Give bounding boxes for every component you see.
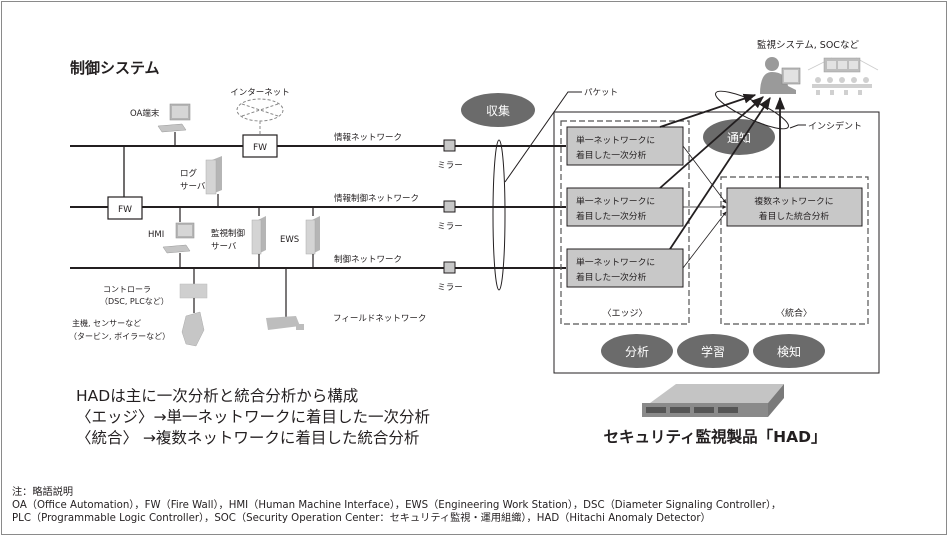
svg-text:収集: 収集 xyxy=(486,103,510,118)
svg-text:監視制御: 監視制御 xyxy=(211,228,245,239)
svg-text:EWS: EWS xyxy=(280,235,299,245)
soc-room-icon xyxy=(807,57,879,95)
svg-text:着目した一次分析: 着目した一次分析 xyxy=(576,271,647,283)
svg-text:ログ: ログ xyxy=(180,168,198,179)
notes-heading: 注：略語説明 xyxy=(12,487,74,498)
svg-text:ミラー: ミラー xyxy=(437,161,463,171)
network-lines xyxy=(70,145,566,269)
integrate-label: 〈統合〉 xyxy=(776,307,812,319)
incident-callout-line xyxy=(789,124,806,129)
product-name: セキュリティ監視製品「HAD」 xyxy=(604,427,827,446)
notes-line: OA（Office Automation），FW（Fire Wall），HMI（… xyxy=(12,500,782,511)
had-system-box xyxy=(553,111,880,374)
integrate-group xyxy=(720,176,869,325)
operator-icon xyxy=(760,57,801,94)
controller-icon: コントローラ （DSC, PLCなど） xyxy=(100,268,208,313)
svg-text:主機, センサーなど: 主機, センサーなど xyxy=(72,318,141,328)
internet-cloud-icon: インターネット xyxy=(230,88,290,135)
function-analysis-badge: 分析 xyxy=(601,334,673,368)
incident-bundle-ellipse xyxy=(715,90,789,130)
svg-text:着目した統合分析: 着目した統合分析 xyxy=(759,210,830,222)
svg-text:複数ネットワークに: 複数ネットワークに xyxy=(754,195,833,207)
svg-text:（タービン, ボイラーなど）: （タービン, ボイラーなど） xyxy=(69,332,170,341)
packet-bundle-ellipse xyxy=(492,139,506,291)
log-server-icon: ログ サーバ xyxy=(180,156,222,207)
packet-callout-line xyxy=(504,91,582,183)
svg-text:検知: 検知 xyxy=(777,345,801,359)
svg-text:コントローラ: コントローラ xyxy=(103,285,151,294)
system-title: 制御システム xyxy=(70,59,160,77)
sensor-turbine-icon: 主機, センサーなど （タービン, ボイラーなど） xyxy=(69,311,205,347)
edge-group xyxy=(560,120,690,325)
svg-text:サーバ: サーバ xyxy=(211,242,237,252)
mirror-control: ミラー xyxy=(437,261,463,293)
edge-label: 〈エッジ〉 xyxy=(602,308,647,319)
field-network-label: フィールドネットワーク xyxy=(333,314,426,324)
collect-badge: 収集 xyxy=(461,93,535,127)
svg-text:ミラー: ミラー xyxy=(437,283,463,293)
svg-text:着目した一次分析: 着目した一次分析 xyxy=(576,149,647,161)
had-appliance-icon xyxy=(642,384,784,417)
edge-to-integrate-arrows xyxy=(682,145,727,269)
edge-analysis-box-1: 単一ネットワークに 着目した一次分析 xyxy=(566,126,684,166)
function-learning-badge: 学習 xyxy=(677,334,749,368)
svg-text:FW: FW xyxy=(118,205,132,215)
incident-arrows xyxy=(659,93,786,250)
info-control-network-label: 情報制御ネットワーク xyxy=(334,193,419,204)
svg-text:着目した一次分析: 着目した一次分析 xyxy=(576,210,647,222)
svg-text:ミラー: ミラー xyxy=(437,222,463,232)
oa-terminal-icon: OA端末 xyxy=(130,103,191,146)
svg-text:インターネット: インターネット xyxy=(230,88,290,98)
control-network-label: 制御ネットワーク xyxy=(334,254,402,265)
description: HADは主に一次分析と統合分析から構成 〈エッジ〉→単一ネットワークに着目した一… xyxy=(76,386,430,449)
function-detection-badge: 検知 xyxy=(753,334,825,368)
edge-analysis-box-3: 単一ネットワークに 着目した一次分析 xyxy=(566,248,684,288)
description-line: HADは主に一次分析と統合分析から構成 xyxy=(76,387,359,405)
svg-text:FW: FW xyxy=(253,143,267,153)
hmi-icon: HMI xyxy=(148,207,195,268)
svg-text:単一ネットワークに: 単一ネットワークに xyxy=(576,195,655,207)
edge-analysis-box-2: 単一ネットワークに 着目した一次分析 xyxy=(566,187,684,227)
svg-text:単一ネットワークに: 単一ネットワークに xyxy=(576,256,655,268)
svg-text:OA端末: OA端末 xyxy=(130,108,160,119)
notes-line: PLC（Programmable Logic Controller），SOC（S… xyxy=(12,513,711,524)
monitoring-server-icon: 監視制御 サーバ xyxy=(211,207,266,268)
info-network-label: 情報ネットワーク xyxy=(334,132,402,143)
svg-text:単一ネットワークに: 単一ネットワークに xyxy=(576,134,655,146)
svg-text:分析: 分析 xyxy=(625,345,649,359)
description-line: 〈統合〉 →複数ネットワークに着目した統合分析 xyxy=(76,429,420,447)
ews-icon: EWS xyxy=(280,207,320,268)
svg-text:（DSC, PLCなど）: （DSC, PLCなど） xyxy=(100,297,169,306)
svg-text:HMI: HMI xyxy=(148,230,164,240)
incident-label: インシデント xyxy=(808,120,862,132)
camera-icon xyxy=(266,268,304,330)
description-line: 〈エッジ〉→単一ネットワークに着目した一次分析 xyxy=(76,408,430,426)
packet-label: パケット xyxy=(584,88,618,98)
fw-internet-box: FW xyxy=(242,134,278,158)
svg-text:学習: 学習 xyxy=(701,344,725,359)
abbreviation-notes: 注：略語説明 OA（Office Automation），FW（Fire Wal… xyxy=(12,486,781,525)
mirror-info: ミラー xyxy=(437,139,463,171)
soc-label: 監視システム, SOCなど xyxy=(757,39,859,51)
fw-control-box: FW xyxy=(107,196,143,220)
mirror-info-control: ミラー xyxy=(437,200,463,232)
integrate-analysis-box: 複数ネットワークに 着目した統合分析 xyxy=(726,187,863,227)
svg-text:サーバ: サーバ xyxy=(180,182,206,192)
